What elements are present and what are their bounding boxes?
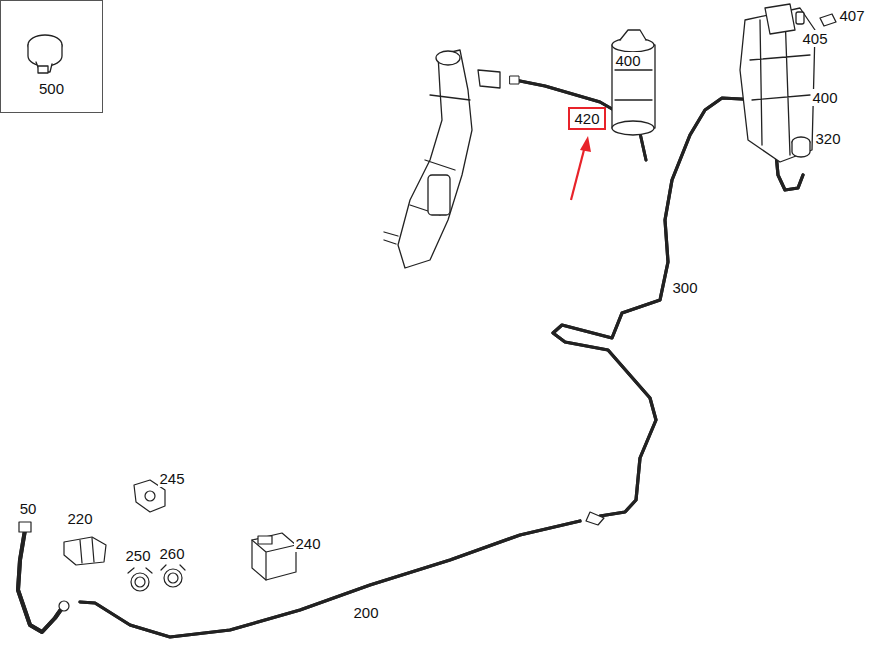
callout-number: 250 <box>124 547 151 564</box>
clip-245 <box>145 491 155 501</box>
clip-250-260 <box>128 565 185 591</box>
clip-220 <box>80 538 94 563</box>
fuel-line-200 <box>80 521 580 637</box>
fuel-hose-50 <box>59 601 69 611</box>
filler-neck <box>384 232 398 244</box>
fuel-line-300 <box>553 98 803 516</box>
fuel-hose-50 <box>18 522 69 632</box>
clip-250-260 <box>131 573 149 591</box>
fuel-line-200 <box>586 512 604 525</box>
callout-number: 500 <box>39 80 64 97</box>
fuel-line-300 <box>553 98 803 516</box>
carbon-canister <box>612 30 655 135</box>
clip-250-260 <box>164 569 182 587</box>
hose-clamp <box>38 66 48 73</box>
filler-neck <box>410 95 470 215</box>
clip-250-260 <box>168 573 178 583</box>
hose-clamp <box>36 62 52 72</box>
carbon-canister <box>612 121 654 135</box>
fuel-hose-50 <box>18 530 62 632</box>
activated-carbon-filter <box>796 12 804 24</box>
clip-240 <box>258 536 272 544</box>
fuel-hose-50 <box>19 522 31 532</box>
callout-number: 320 <box>814 130 841 147</box>
clip-250-260 <box>135 577 145 587</box>
clip-240 <box>252 540 296 580</box>
callout-number: 200 <box>352 604 379 621</box>
callout-number: 220 <box>66 510 93 527</box>
callout-number: 240 <box>294 535 321 552</box>
fuel-hose-50 <box>18 530 62 632</box>
hose-clamp <box>28 35 62 73</box>
activated-carbon-filter <box>765 4 795 34</box>
carbon-canister <box>620 30 646 40</box>
filler-neck <box>436 51 460 65</box>
clip-250-260 <box>161 565 185 570</box>
highlight-box: 420 <box>568 107 606 130</box>
vent-line-420 <box>510 76 519 84</box>
pointer-arrow <box>571 146 585 200</box>
fuel-line-300 <box>553 98 803 516</box>
parts-illustration <box>18 4 836 637</box>
clip-220 <box>64 537 106 565</box>
carbon-canister <box>615 70 652 100</box>
callout-number: 420 <box>574 110 600 127</box>
activated-carbon-filter <box>820 14 836 26</box>
filler-neck <box>384 50 500 268</box>
filler-neck <box>398 50 472 268</box>
fuel-line-200 <box>80 521 580 637</box>
callout-number: 300 <box>671 279 698 296</box>
clip-240 <box>252 533 296 580</box>
carbon-canister <box>612 45 655 128</box>
filler-neck <box>428 175 450 215</box>
callout-number: 50 <box>19 500 38 517</box>
callout-number: 405 <box>801 30 828 47</box>
callout-number: 245 <box>158 470 185 487</box>
clip-240 <box>252 533 296 580</box>
inset-box: 500 <box>0 0 103 113</box>
callout-number: 407 <box>838 7 865 24</box>
pointer-arrow <box>571 136 591 200</box>
hose-clamp <box>28 45 62 66</box>
activated-carbon-filter <box>792 142 810 157</box>
fuel-line-200 <box>80 512 604 637</box>
carbon-canister <box>612 38 654 52</box>
filler-neck <box>478 70 500 88</box>
callout-number: 260 <box>158 545 185 562</box>
pointer-arrow <box>580 136 591 152</box>
clip-250-260 <box>128 568 152 573</box>
callout-number: 400 <box>614 52 641 69</box>
callout-number: 400 <box>811 89 838 106</box>
clip-220 <box>64 537 106 565</box>
